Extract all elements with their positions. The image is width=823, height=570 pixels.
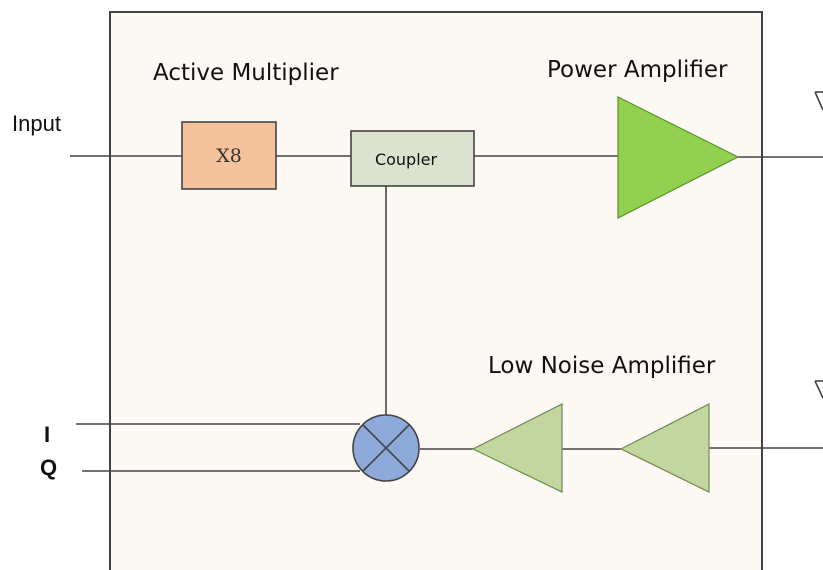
lna-stage-2-triangle-icon [619, 403, 710, 493]
lna-stage-1-triangle-icon [471, 403, 563, 493]
multiplier-block-label: X8 [216, 145, 242, 167]
multiplier-block: X8 [181, 121, 277, 190]
q-label: Q [40, 455, 57, 480]
mixer-icon [352, 414, 420, 482]
module-panel [109, 11, 763, 570]
power-amplifier-triangle-icon [617, 96, 740, 219]
coupler-block: Coupler [350, 130, 475, 187]
low-noise-amplifier-label: Low Noise Amplifier [488, 353, 716, 379]
input-label: Input [12, 111, 61, 136]
rx-antenna-icon [814, 380, 823, 399]
coupler-block-label: Coupler [375, 150, 438, 169]
tx-antenna-icon [814, 91, 823, 111]
power-amplifier-label: Power Amplifier [547, 57, 728, 83]
active-multiplier-label: Active Multiplier [153, 60, 339, 86]
i-label: I [44, 422, 50, 447]
